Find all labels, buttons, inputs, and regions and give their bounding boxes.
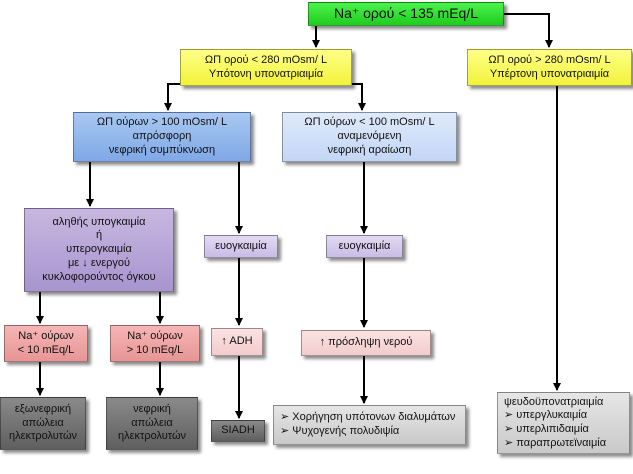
node-line: Na⁺ ούρων	[18, 329, 74, 342]
node-causes-water: ➢ Χορήγηση υπότονων διαλυμάτων➢ Ψυχογενή…	[273, 405, 466, 445]
node-euvolemia-1: ευογκαιμία	[204, 235, 278, 258]
node-line: ↑ πρόσληψη νερού	[319, 336, 413, 349]
node-line: ➢ υπεργλυκαιμία	[504, 409, 588, 422]
node-line: ➢ Ψυχογενής πολυδιψία	[280, 425, 400, 437]
node-line: SIADH	[221, 424, 255, 437]
node-line: αναμενόμενη	[337, 130, 402, 143]
node-urine-na-high: Na⁺ ούρων> 10 mEq/L	[110, 325, 200, 362]
node-line: νεφρική συμπύκνωση	[108, 143, 216, 156]
node-line: ηλεκτρολυτών	[117, 430, 187, 443]
node-line: ΩΠ ούρων < 100 mOsm/ L	[304, 116, 435, 129]
arrow-top-hypertonic	[504, 13, 553, 48]
node-pseudohyponatremia: ψευδοϋπονατριαιμία➢ υπεργλυκαιμία➢ υπερλ…	[497, 392, 630, 454]
node-line: αληθής υπογκαιμία	[52, 215, 146, 228]
node-adh: ↑ ADH	[211, 328, 263, 356]
node-line: απώλεια	[22, 416, 64, 429]
node-line: < 10 mEq/L	[17, 343, 75, 356]
node-line: υπερογκαιμία	[66, 243, 132, 256]
node-line: Υπότονη υπονατριαιμία	[208, 67, 324, 80]
node-line: ΩΠ ούρων > 100 mOsm/ L	[96, 116, 228, 129]
node-water-intake: ↑ πρόσληψη νερού	[301, 330, 431, 356]
node-line: Na⁺ ορού < 135 mEq/L	[333, 5, 479, 22]
arrow-hypotonic-urine-low	[330, 83, 366, 111]
node-urine-na-low: Na⁺ ούρων< 10 mEq/L	[4, 325, 88, 362]
node-line: ΩΠ ορού > 280 mOsm/ L	[488, 53, 611, 66]
node-line: ευογκαιμία	[338, 239, 391, 252]
node-line: απώλεια	[131, 416, 173, 429]
node-line: ➢ Χορήγηση υπότονων διαλυμάτων	[280, 411, 456, 424]
node-line: νεφρική	[133, 402, 171, 415]
node-line: με ↓ ενεργού	[67, 256, 131, 269]
node-siadh: SIADH	[211, 420, 265, 442]
node-line: > 10 mEq/L	[126, 343, 184, 356]
node-line: απρόσφορη	[132, 130, 192, 143]
node-line: Na⁺ ούρων	[127, 329, 183, 342]
node-euvolemia-2: ευογκαιμία	[326, 235, 403, 258]
node-line: κυκλοφορούντος όγκου	[42, 270, 156, 283]
node-line: ➢ υπερλιπιδαιμία	[504, 423, 589, 435]
node-line: ΩΠ ορού < 280 mOsm/ L	[204, 53, 328, 66]
node-serum-sodium: Na⁺ ορού < 135 mEq/L	[308, 2, 504, 26]
node-line: ψευδοϋπονατριαιμία	[504, 395, 604, 408]
node-line: νεφρική αραίωση	[327, 143, 412, 156]
node-line: εξωνεφρική	[14, 402, 72, 415]
node-line: Υπέρτονη υπονατριαιμία	[489, 67, 610, 80]
node-line: ευογκαιμία	[215, 239, 267, 252]
node-line: ή	[95, 229, 103, 242]
node-line: ↑ ADH	[221, 335, 253, 348]
node-line: ηλεκτρολυτών	[8, 430, 78, 443]
node-line: ➢ παραπρωτεϊναιμία	[504, 436, 607, 449]
